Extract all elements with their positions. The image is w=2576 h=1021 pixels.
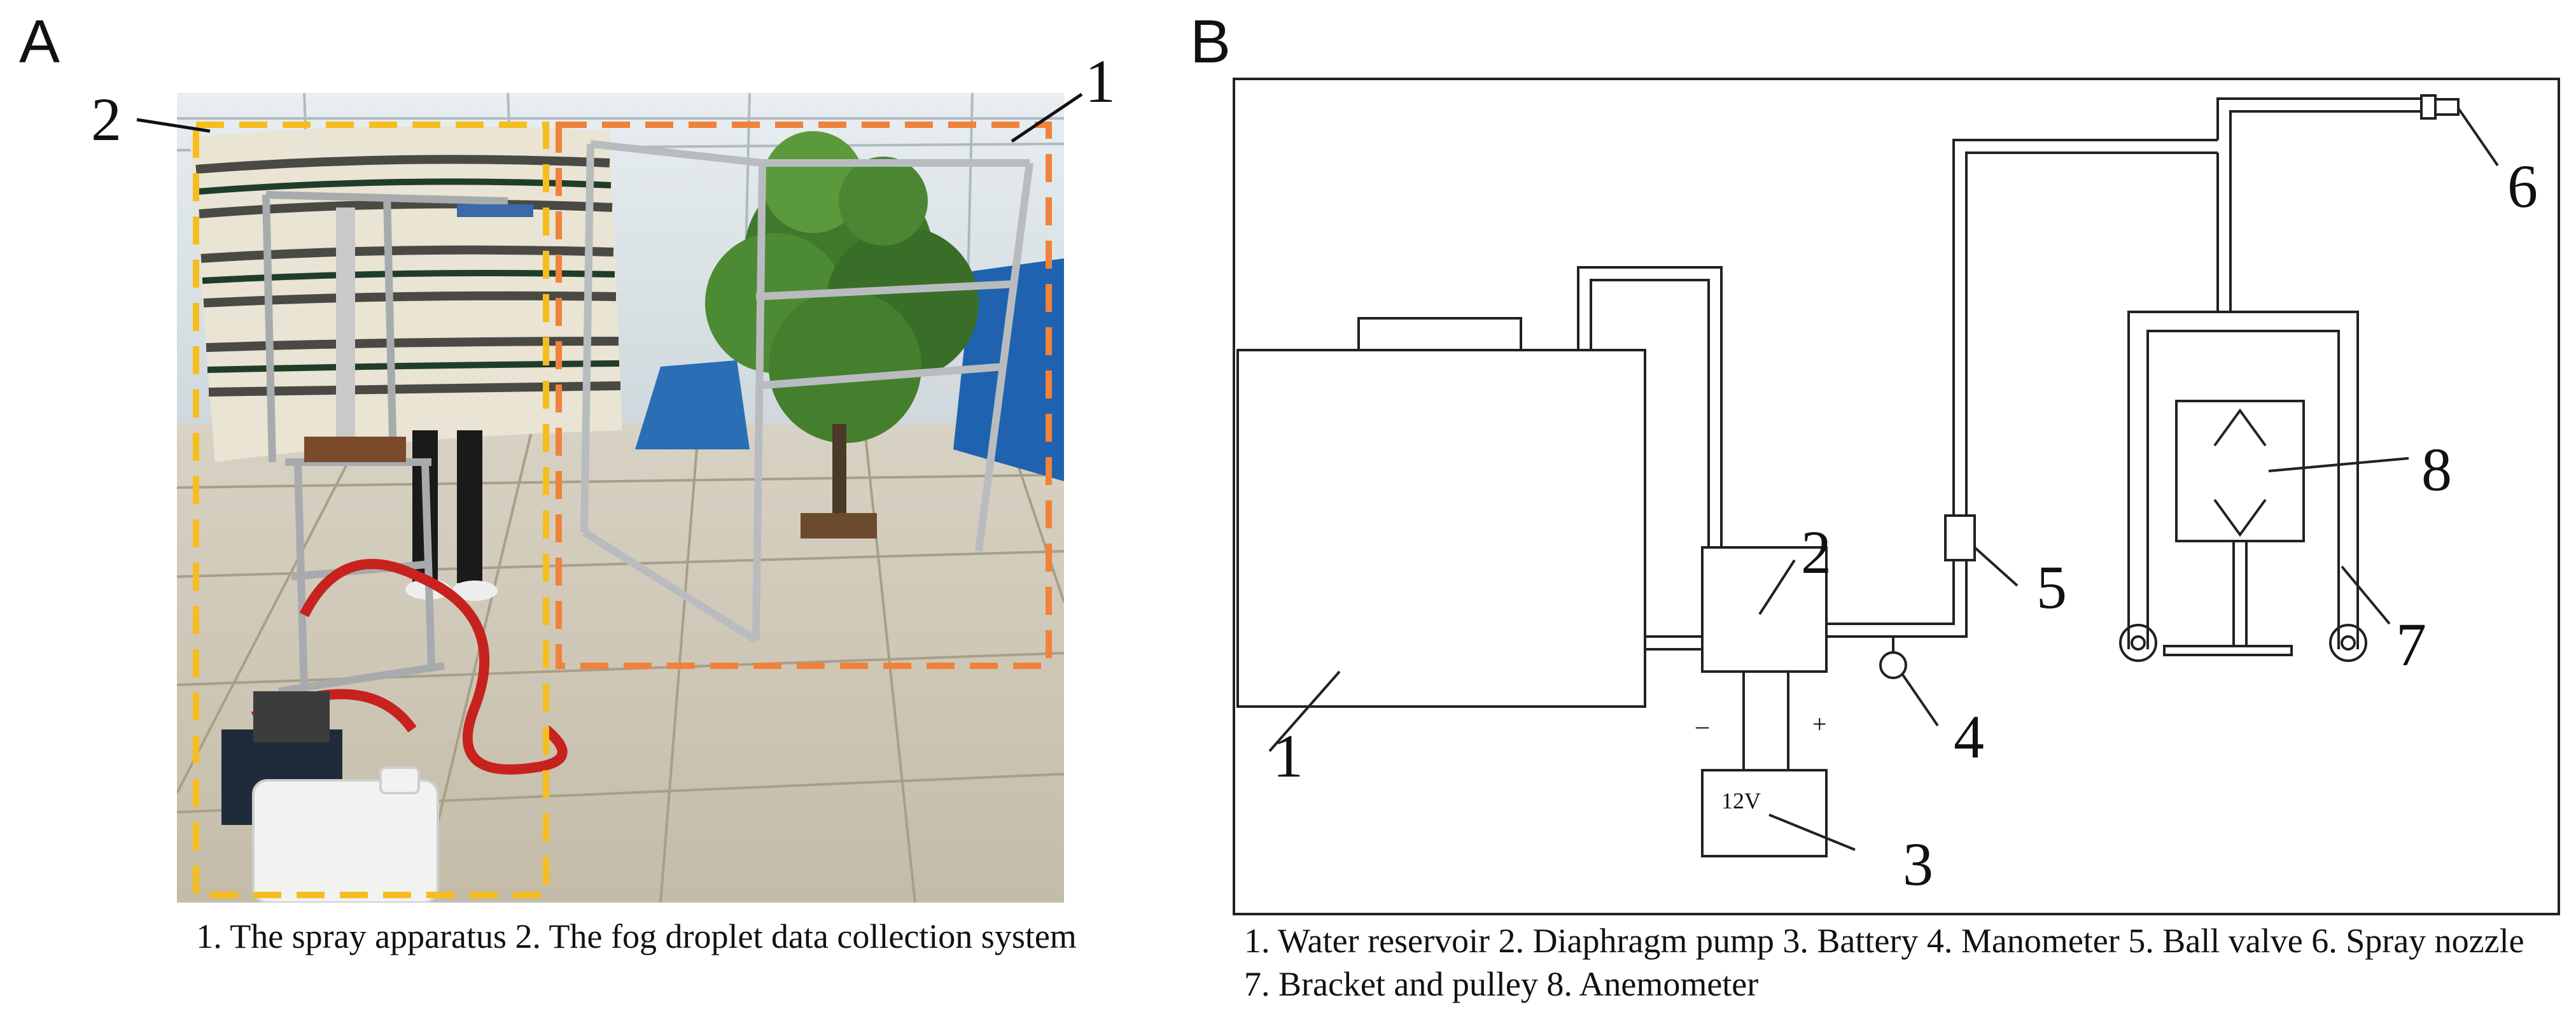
- label-manometer: 4: [1954, 703, 1984, 771]
- spray-apparatus-box: [556, 122, 1052, 669]
- panel-a-letter: A: [19, 8, 60, 76]
- water-reservoir: [1236, 349, 1646, 708]
- spray-nozzle-head: [457, 204, 533, 217]
- label-battery: 3: [1903, 830, 1933, 898]
- pulley-right: [2329, 624, 2367, 662]
- bracket: [2127, 311, 2359, 649]
- diaphragm-pump: [1701, 546, 1828, 673]
- label-bracket-pulley: 7: [2396, 610, 2426, 679]
- collection-system-box: [193, 122, 549, 898]
- board-top: [304, 437, 406, 462]
- spray-apparatus-photo: [177, 93, 1064, 903]
- spray-nozzle: [2420, 94, 2437, 120]
- reservoir-cap: [1357, 317, 1522, 351]
- label-water-reservoir: 1: [1273, 722, 1303, 790]
- battery-voltage: 12V: [1721, 788, 1761, 813]
- manometer: [1879, 651, 1907, 679]
- nozzle-pipe: [336, 208, 355, 449]
- pump-body: [253, 691, 330, 742]
- battery: [1701, 769, 1828, 857]
- anemometer-base: [2163, 645, 2293, 656]
- blue-tarp-right: [953, 258, 1064, 481]
- label-ball-valve: 5: [2036, 553, 2067, 621]
- water-container: [252, 779, 439, 903]
- panel-a-caption: 1. The spray apparatus 2. The fog drople…: [196, 917, 1077, 955]
- ball-valve: [1944, 514, 1976, 561]
- battery-minus-terminal: –: [1696, 711, 1709, 740]
- label-spray-apparatus: 1: [1085, 47, 1116, 115]
- label-spray-nozzle: 6: [2507, 152, 2538, 220]
- pulley-left: [2119, 624, 2157, 662]
- label-anemometer: 8: [2421, 435, 2452, 503]
- blue-tarp-left: [635, 360, 750, 449]
- battery-plus-terminal: +: [1812, 710, 1827, 738]
- panel-b-caption: 1. Water reservoir 2. Diaphragm pump 3. …: [1244, 922, 2524, 1003]
- potted-tree: [705, 131, 979, 539]
- label-collection-system: 2: [91, 85, 122, 153]
- anemometer: [2175, 400, 2305, 542]
- schematic-diagram: [1231, 76, 2561, 917]
- metal-frame: [580, 140, 1033, 644]
- panel-b-letter: B: [1190, 8, 1231, 76]
- spray-stand: [262, 191, 508, 695]
- schematic-frame: [1233, 78, 2560, 915]
- label-diaphragm-pump: 2: [1801, 518, 1831, 586]
